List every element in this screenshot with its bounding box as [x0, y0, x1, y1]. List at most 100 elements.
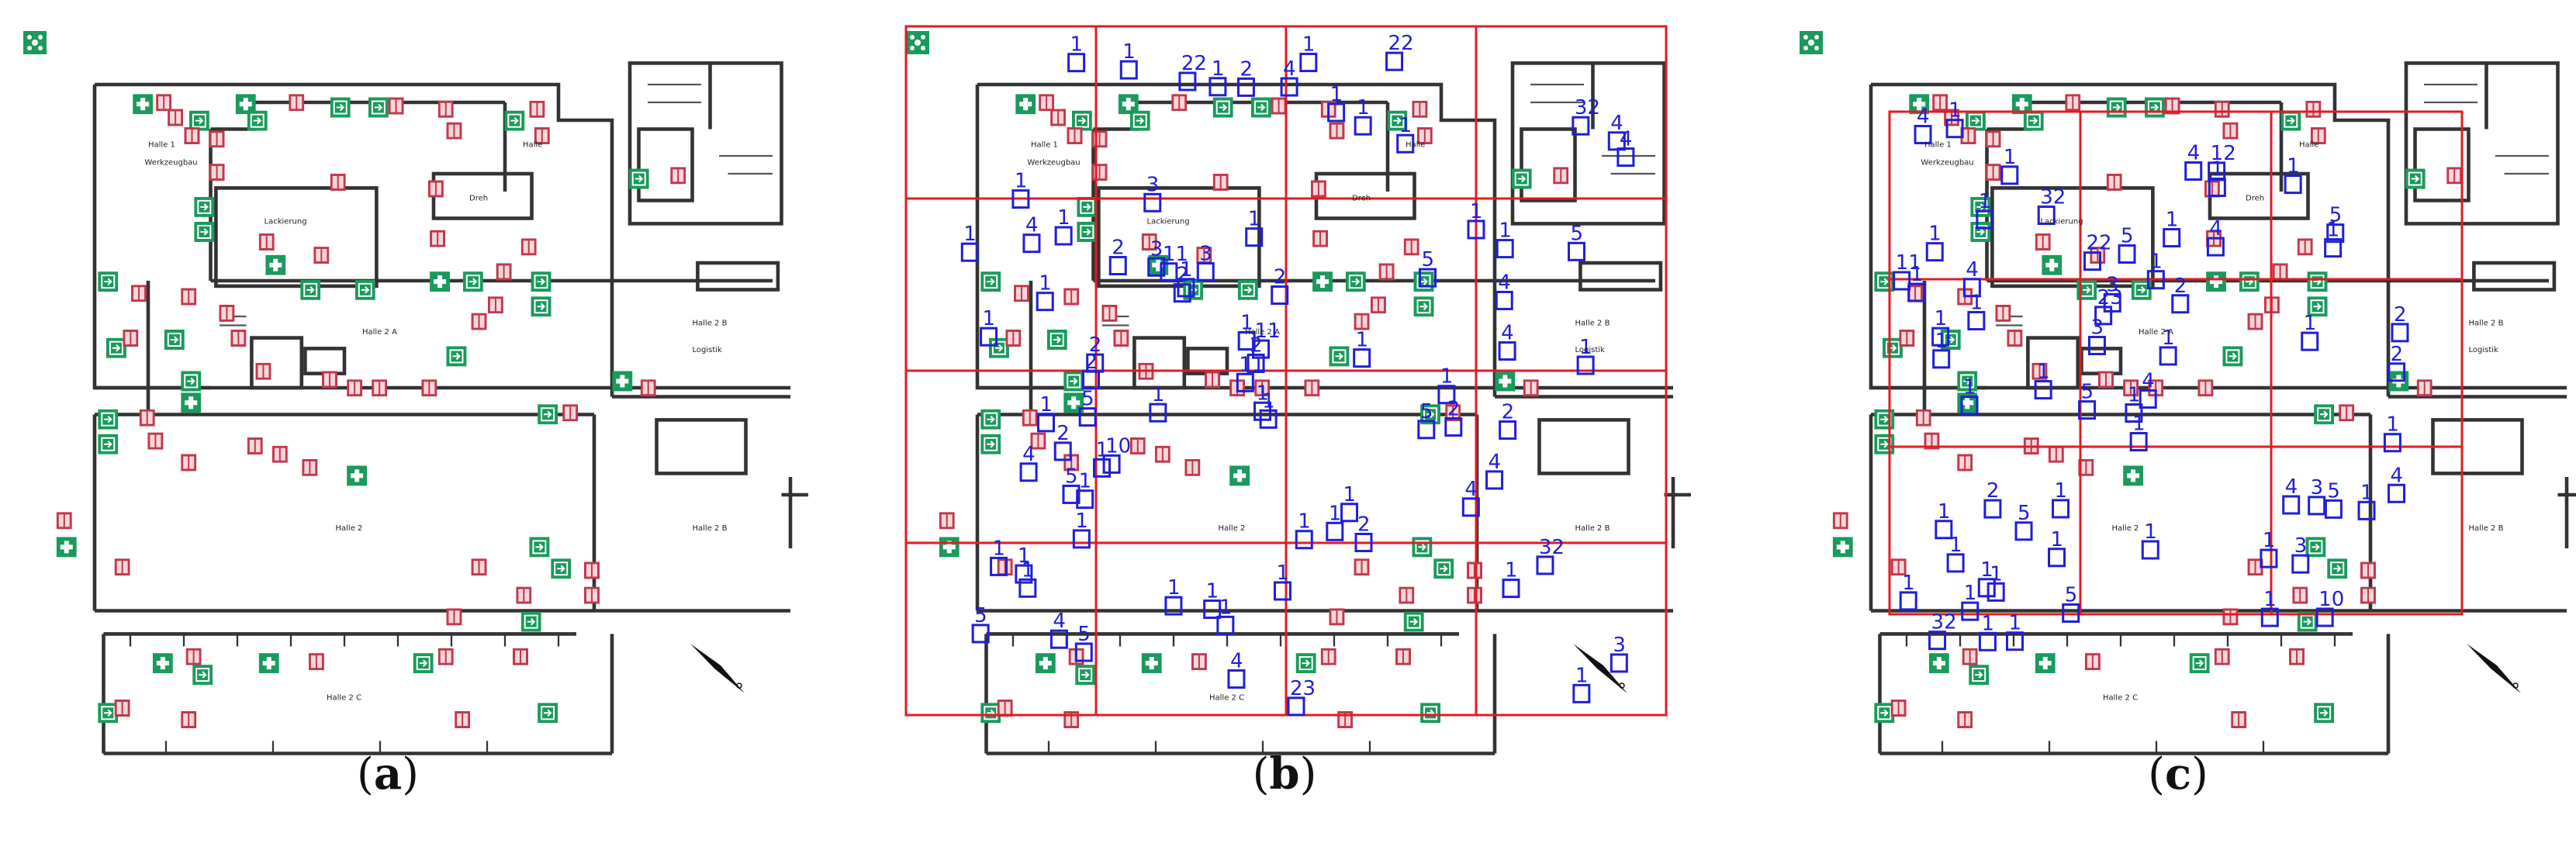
- fire-extinguisher-icon: [219, 304, 235, 322]
- room-label: Halle 2 C: [1209, 694, 1244, 703]
- fire-extinguisher-icon: [2214, 648, 2230, 665]
- detection-box: [1227, 669, 1246, 689]
- fire-extinguisher-icon: [421, 379, 437, 397]
- caption-open: (: [1252, 749, 1270, 800]
- detection-label: 1: [1990, 562, 2003, 586]
- fire-extinguisher-icon: [2446, 167, 2463, 185]
- exit-arrow-icon: [2222, 346, 2243, 367]
- detection-box: [2094, 306, 2113, 326]
- detection-box: [2260, 548, 2278, 568]
- detection-box: [990, 556, 1008, 576]
- caption-open: (: [2148, 749, 2165, 800]
- caption-close: ): [2191, 749, 2208, 800]
- exit-arrow-icon: [1511, 168, 1532, 189]
- detection-label: 1: [1963, 376, 1976, 399]
- detection-label: 22: [2086, 232, 2111, 255]
- exit-arrow-icon: [98, 409, 119, 430]
- detection-label: 1: [2128, 384, 2141, 407]
- detection-box: [1385, 51, 1404, 71]
- detection-label: 1: [2386, 413, 2399, 437]
- detection-box: [1914, 125, 1932, 145]
- detection-box: [2357, 500, 2376, 520]
- fire-extinguisher-icon: [1337, 710, 1354, 728]
- first-aid-icon: [1141, 653, 1162, 674]
- fire-extinguisher-icon: [1370, 296, 1386, 314]
- detection-label: 2: [1240, 57, 1253, 81]
- detection-label: 1: [1206, 580, 1219, 603]
- detection-label: 1: [2051, 528, 2064, 551]
- exit-arrow-icon: [2106, 97, 2127, 118]
- exit-arrow-icon: [1077, 221, 1098, 242]
- room-label: Halle 2 C: [327, 694, 361, 703]
- exit-arrow-icon: [194, 221, 215, 242]
- first-aid-icon: [2123, 465, 2144, 486]
- detection-box: [1961, 601, 1980, 621]
- tile-cell: [1475, 25, 1668, 200]
- detection-box: [1295, 530, 1313, 550]
- room-label: Halle 2 C: [2103, 694, 2138, 703]
- exit-arrow-icon: [413, 653, 434, 674]
- exit-arrow-icon: [551, 558, 572, 579]
- detection-label: 11: [1239, 353, 1264, 376]
- detection-label: 1: [1356, 329, 1369, 352]
- first-aid-icon: [1495, 371, 1516, 392]
- detection-label: 1: [1970, 292, 1983, 315]
- room-label: Halle 2 A: [1245, 328, 1280, 337]
- detection-box: [1326, 521, 1344, 541]
- detection-label: 1: [1018, 544, 1031, 568]
- detection-label: 3: [1613, 634, 1626, 657]
- room-label: Werkzeugbau: [1027, 159, 1080, 168]
- fire-extinguisher-icon: [184, 127, 200, 145]
- fire-extinguisher-icon: [255, 362, 271, 380]
- exit-arrow-icon: [2023, 110, 2044, 131]
- fire-extinguisher-icon: [1890, 700, 1907, 717]
- room-label: Halle 2 B: [693, 524, 728, 533]
- fire-extinguisher-icon: [1271, 97, 1287, 115]
- detection-box: [1062, 484, 1081, 504]
- fire-extinguisher-icon: [1171, 94, 1188, 112]
- detection-box: [1019, 462, 1038, 482]
- detection-label: 22: [1388, 32, 1414, 55]
- exit-arrow-icon: [368, 97, 389, 118]
- detection-label: 32: [1931, 611, 1957, 634]
- detection-box: [2034, 380, 2052, 400]
- detection-box: [1236, 372, 1254, 392]
- detection-label: 4: [1966, 258, 1979, 282]
- panel-c-caption: (c): [2101, 748, 2256, 800]
- fire-extinguisher-icon: [437, 100, 454, 118]
- detection-label: 5: [2329, 204, 2343, 227]
- fire-extinguisher-icon: [2197, 379, 2214, 397]
- caption-letter: b: [1269, 748, 1300, 800]
- detection-box: [1572, 683, 1591, 703]
- detection-label: 1: [1579, 336, 1592, 359]
- exit-arrow-icon: [1433, 558, 1454, 579]
- exit-arrow-icon: [531, 296, 552, 317]
- detection-label: 2: [2174, 275, 2187, 298]
- detection-box: [1076, 489, 1094, 510]
- detection-label: 4: [2285, 475, 2298, 499]
- first-aid-icon: [2206, 271, 2227, 292]
- exit-arrow-icon: [1874, 409, 1895, 430]
- fire-extinguisher-icon: [1304, 379, 1320, 397]
- detection-label: 1: [1399, 114, 1412, 137]
- detection-label: 1: [2263, 588, 2277, 611]
- room-label: Halle 1: [148, 141, 175, 150]
- fire-extinguisher-icon: [2214, 100, 2230, 118]
- detection-label: 3: [1146, 173, 1160, 196]
- detection-box: [1928, 631, 1947, 651]
- exit-arrow-icon: [538, 404, 558, 425]
- caption-letter: c: [2164, 748, 2192, 800]
- detection-box: [1444, 417, 1463, 437]
- fire-extinguisher-icon: [1205, 371, 1221, 389]
- detection-label: 1: [1122, 40, 1136, 64]
- first-aid-icon: [1928, 653, 1949, 674]
- fire-extinguisher-icon: [1932, 94, 1948, 112]
- detection-label: 1: [1262, 389, 1275, 413]
- fire-extinguisher-icon: [2231, 710, 2247, 728]
- detection-box: [2206, 237, 2225, 257]
- exit-arrow-icon: [2305, 537, 2326, 558]
- detection-box: [1962, 278, 1981, 298]
- detection-box: [1078, 407, 1097, 427]
- exit-arrow-icon: [1212, 97, 1233, 118]
- first-aid-icon: [152, 653, 173, 674]
